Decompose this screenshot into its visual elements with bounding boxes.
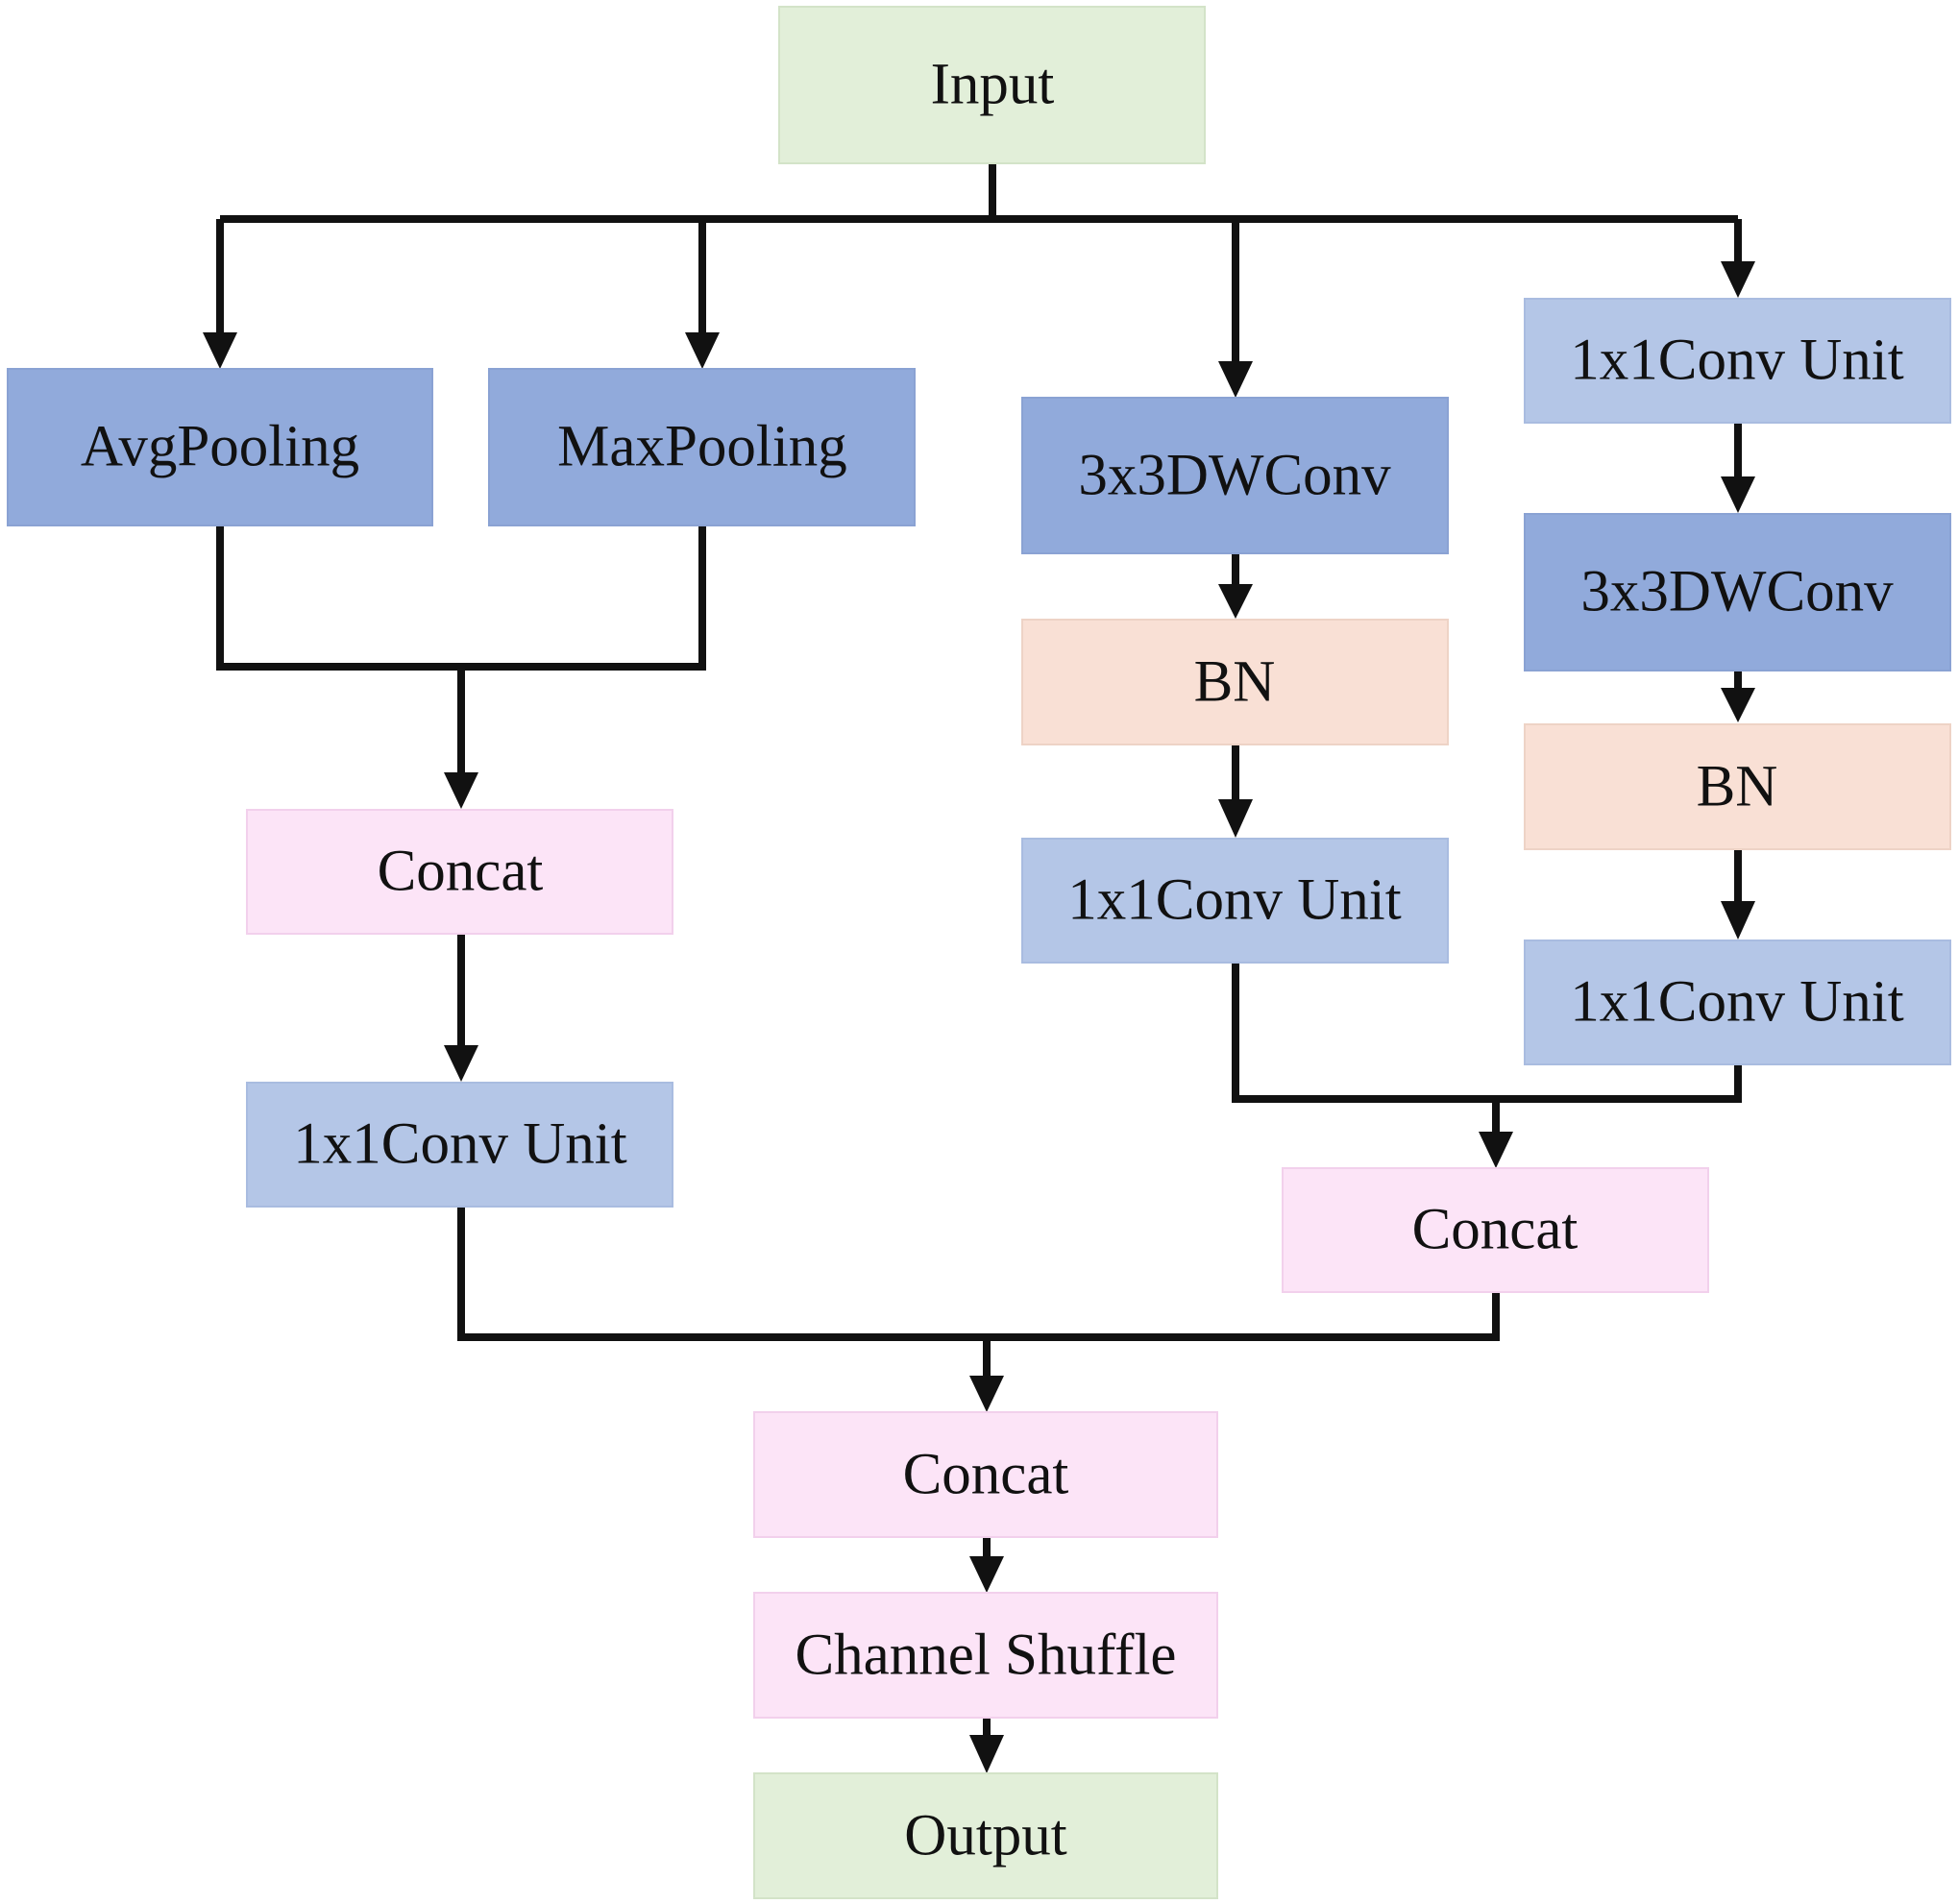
bn-b3-node: BN: [1021, 619, 1449, 745]
arrowhead-bn-b4: [1721, 688, 1755, 722]
input-label: Input: [931, 53, 1055, 117]
dwconv-b3-node: 3x3DWConv: [1021, 397, 1449, 554]
arrowhead-channel-shuffle: [969, 1556, 1004, 1593]
arrowhead-conv-unit-b4-top: [1721, 261, 1755, 298]
input-node: Input: [778, 6, 1206, 164]
avgpooling-label: AvgPooling: [81, 415, 359, 479]
bn-b4-node: BN: [1524, 723, 1951, 850]
conv-unit-b4-top-node: 1x1Conv Unit: [1524, 298, 1951, 424]
conv-unit-pool-label: 1x1Conv Unit: [293, 1112, 626, 1177]
arrowhead-conv-unit-b3: [1218, 799, 1253, 838]
maxpooling-label: MaxPooling: [557, 415, 847, 479]
output-label: Output: [904, 1804, 1067, 1868]
dwconv-b3-label: 3x3DWConv: [1078, 444, 1391, 508]
conv-unit-b4-bottom-node: 1x1Conv Unit: [1524, 940, 1951, 1065]
arrowhead-concat-pool: [444, 772, 478, 809]
arrowheads: [203, 261, 1755, 1773]
concat-pool-node: Concat: [246, 809, 673, 935]
arrowhead-maxpool: [685, 332, 720, 369]
arrowhead-output: [969, 1735, 1004, 1773]
concat-final-label: Concat: [903, 1443, 1069, 1507]
conv-unit-pool-node: 1x1Conv Unit: [246, 1082, 673, 1208]
conv-unit-b3-label: 1x1Conv Unit: [1067, 868, 1401, 933]
arrowhead-bn-b3: [1218, 584, 1253, 619]
output-node: Output: [753, 1772, 1218, 1899]
conv-unit-b4-bottom-label: 1x1Conv Unit: [1570, 970, 1903, 1035]
arrowhead-concat-final: [969, 1376, 1004, 1412]
conv-unit-b3-node: 1x1Conv Unit: [1021, 838, 1449, 964]
channel-shuffle-label: Channel Shuffle: [795, 1623, 1176, 1688]
connectors: [216, 161, 1742, 1748]
edge-pool-merge: [216, 525, 706, 671]
avgpooling-node: AvgPooling: [7, 368, 433, 526]
arrowhead-avgpool: [203, 332, 237, 369]
bn-b3-label: BN: [1194, 650, 1276, 715]
dwconv-b4-node: 3x3DWConv: [1524, 513, 1951, 671]
maxpooling-node: MaxPooling: [488, 368, 916, 526]
arrowhead-conv-unit-pool: [444, 1045, 478, 1082]
conv-unit-b4-top-label: 1x1Conv Unit: [1570, 329, 1903, 393]
edge-right-merge: [1232, 961, 1742, 1103]
channel-shuffle-node: Channel Shuffle: [753, 1592, 1218, 1719]
dwconv-b4-label: 3x3DWConv: [1580, 560, 1894, 624]
bn-b4-label: BN: [1697, 755, 1778, 819]
concat-pool-label: Concat: [378, 840, 544, 904]
concat-right-node: Concat: [1282, 1167, 1709, 1293]
arrowhead-dwconv-b4: [1721, 476, 1755, 513]
arrowhead-concat-right: [1479, 1132, 1513, 1168]
concat-final-node: Concat: [753, 1411, 1218, 1538]
arrowhead-conv-unit-b4-bottom: [1721, 901, 1755, 940]
arrowhead-dwconv-b3: [1218, 361, 1253, 398]
concat-right-label: Concat: [1412, 1198, 1579, 1262]
edge-final-merge: [457, 1207, 1500, 1341]
